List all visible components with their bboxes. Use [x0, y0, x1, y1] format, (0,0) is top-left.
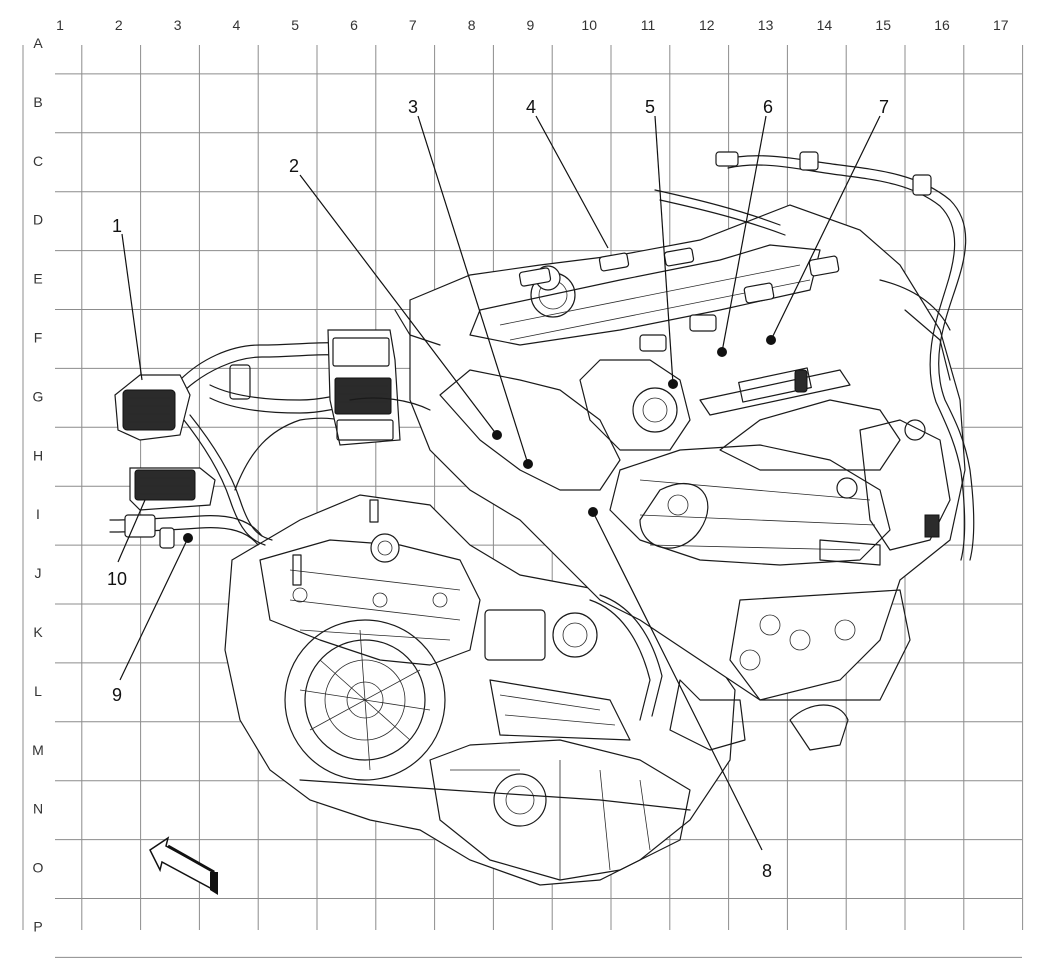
column-label-11: 11 — [641, 17, 656, 33]
leader-5 — [654, 115, 674, 385]
direction-arrow-icon — [149, 836, 218, 895]
column-label-2: 2 — [115, 17, 123, 33]
row-label-I: I — [36, 506, 40, 522]
column-label-7: 7 — [409, 17, 417, 33]
leader-1 — [121, 233, 143, 381]
column-label-4: 4 — [233, 17, 241, 33]
column-label-10: 10 — [581, 17, 597, 33]
row-label-D: D — [33, 212, 43, 228]
callout-7: 7 — [879, 97, 889, 117]
leader-6 — [721, 115, 767, 353]
callout-dot-9 — [183, 533, 193, 543]
callout-1: 1 — [112, 216, 122, 236]
callout-dot-6 — [717, 347, 727, 357]
row-label-J: J — [35, 565, 42, 581]
row-label-K: K — [33, 624, 43, 640]
leader-7 — [770, 115, 881, 341]
row-label-M: M — [32, 742, 44, 758]
callout-dot-7 — [766, 335, 776, 345]
callout-2: 2 — [289, 156, 299, 176]
column-label-5: 5 — [291, 17, 299, 33]
callout-labels: 1 2 3 4 5 6 7 8 9 10 — [107, 97, 889, 881]
callout-dot-2 — [492, 430, 502, 440]
callout-3: 3 — [408, 97, 418, 117]
row-label-A: A — [33, 35, 43, 51]
leader-9 — [119, 537, 189, 681]
row-label-O: O — [33, 860, 44, 876]
callout-dot-3 — [523, 459, 533, 469]
leader-10 — [117, 499, 146, 563]
row-label-N: N — [33, 801, 43, 817]
column-label-6: 6 — [350, 17, 358, 33]
callout-8: 8 — [762, 861, 772, 881]
row-label-L: L — [34, 683, 42, 699]
column-label-16: 16 — [934, 17, 950, 33]
column-label-3: 3 — [174, 17, 182, 33]
column-label-15: 15 — [875, 17, 891, 33]
column-label-1: 1 — [56, 17, 64, 33]
callout-5: 5 — [645, 97, 655, 117]
callout-6: 6 — [763, 97, 773, 117]
row-labels: A B C D E F G H I J K L M N O P — [32, 35, 44, 935]
row-label-P: P — [33, 919, 42, 935]
callout-10: 10 — [107, 569, 127, 589]
column-label-14: 14 — [817, 17, 833, 33]
callout-leaders — [117, 115, 881, 851]
row-label-G: G — [33, 388, 44, 404]
column-label-9: 9 — [527, 17, 535, 33]
column-label-12: 12 — [699, 17, 715, 33]
callout-dot-8 — [588, 507, 598, 517]
leader-8 — [592, 511, 763, 851]
leader-4 — [535, 115, 609, 249]
callout-9: 9 — [112, 685, 122, 705]
column-label-13: 13 — [758, 17, 774, 33]
leader-3 — [417, 115, 529, 465]
row-label-E: E — [33, 271, 42, 287]
leader-2 — [299, 174, 498, 436]
callout-dot-5 — [668, 379, 678, 389]
callout-4: 4 — [526, 97, 536, 117]
column-label-17: 17 — [993, 17, 1009, 33]
row-label-B: B — [33, 94, 42, 110]
row-label-F: F — [34, 330, 43, 346]
engine-assembly-illustration — [109, 151, 975, 886]
row-label-C: C — [33, 153, 43, 169]
column-label-8: 8 — [468, 17, 476, 33]
row-label-H: H — [33, 447, 43, 463]
